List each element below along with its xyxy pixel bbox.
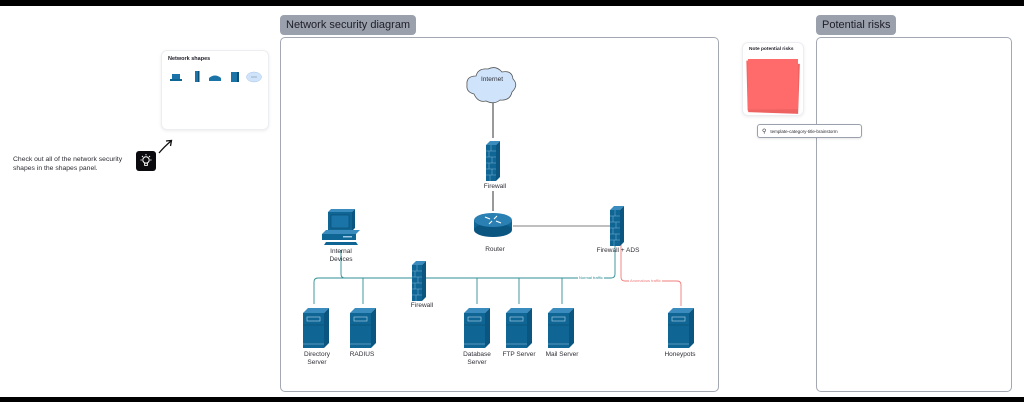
ftp-server-node[interactable] xyxy=(505,307,533,349)
lightbulb-icon xyxy=(136,151,156,171)
whiteboard-canvas[interactable]: Check out all of the network security sh… xyxy=(0,6,1024,397)
label-directory-server: Directory Server xyxy=(303,351,331,366)
honeypots-node[interactable] xyxy=(667,307,695,349)
tag-label: template-category-title-brainstorm xyxy=(770,128,838,134)
label-mail-server: Mail Server xyxy=(545,351,579,358)
network-diagram xyxy=(302,67,695,349)
label-radius: RADIUS xyxy=(349,351,375,358)
risks-frame[interactable] xyxy=(816,37,1012,392)
server-icon[interactable] xyxy=(231,72,239,82)
label-internet: Internet xyxy=(480,76,504,83)
edge-normal-traffic xyxy=(313,242,616,304)
firewall-top-node[interactable] xyxy=(485,140,501,182)
risks-frame-title[interactable]: Potential risks xyxy=(816,15,897,35)
mail-server-node[interactable] xyxy=(547,307,575,349)
internet-cloud-node[interactable] xyxy=(466,67,517,104)
cloud-icon[interactable] xyxy=(246,71,262,83)
network-shapes-panel[interactable]: Network shapes xyxy=(161,50,269,130)
label-firewall-internal: Firewall xyxy=(410,302,434,309)
label-firewall-top: Firewall xyxy=(483,183,507,190)
database-server-node[interactable] xyxy=(463,307,491,349)
label-honeypots: Honeypots xyxy=(664,351,696,358)
edge-internal-devices xyxy=(340,250,346,279)
edge-label-normal-traffic: Normal traffic xyxy=(578,275,604,280)
laptop-icon[interactable] xyxy=(170,74,182,81)
diagram-frame-title[interactable]: Network security diagram xyxy=(280,15,417,35)
label-internal-devices: Internal Devices xyxy=(329,248,353,263)
panel-title: Network shapes xyxy=(168,56,211,62)
tip-text: Check out all of the network security sh… xyxy=(13,156,123,172)
firewall-ads-node[interactable] xyxy=(609,205,625,247)
category-tag[interactable]: ⚲ template-category-title-brainstorm xyxy=(757,124,862,138)
router-icon[interactable] xyxy=(209,75,221,82)
note-risks-title: Note potential risks xyxy=(749,47,794,52)
internal-devices-node[interactable] xyxy=(322,209,360,245)
pointer-arrow-icon xyxy=(158,139,173,154)
label-router: Router xyxy=(485,246,505,253)
firewall-internal-node[interactable] xyxy=(411,260,427,302)
radius-server-node[interactable] xyxy=(349,307,377,349)
firewall-icon[interactable] xyxy=(195,71,200,82)
label-firewall-ads: Firewall + ADS xyxy=(596,247,640,254)
router-node[interactable] xyxy=(474,213,512,237)
edge-label-anomalous-traffic: Anomalous traffic xyxy=(629,278,662,283)
tag-icon: ⚲ xyxy=(762,128,767,135)
label-ftp-server: FTP Server xyxy=(502,351,536,358)
sticky-note-stack[interactable] xyxy=(746,58,802,114)
label-database-server: Database Server xyxy=(463,351,491,366)
directory-server-node[interactable] xyxy=(302,307,330,349)
edges xyxy=(313,102,682,306)
sticky-note[interactable] xyxy=(748,59,798,109)
